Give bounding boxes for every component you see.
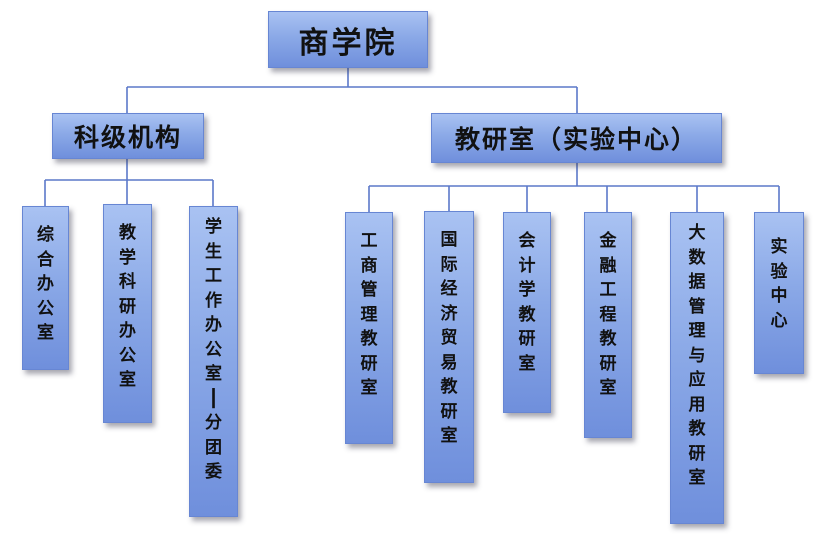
root-label: 商学院 xyxy=(298,25,398,61)
leaf-node: 实验中心 xyxy=(754,212,804,374)
leaf-label: 学生工作办公室┃分团委 xyxy=(205,217,222,482)
leaf-node: 金融工程教研室 xyxy=(584,212,632,438)
leaf-node: 国际经济贸易教研室 xyxy=(424,211,474,483)
leaf-label: 金融工程教研室 xyxy=(599,231,617,398)
leaf-node: 工商管理教研室 xyxy=(345,212,393,444)
leaf-node: 学生工作办公室┃分团委 xyxy=(189,206,238,517)
leaf-label: 工商管理教研室 xyxy=(360,231,378,398)
leaf-node: 大数据管理与应用教研室 xyxy=(670,212,724,524)
leaf-node: 综合办公室 xyxy=(22,206,69,370)
branch-node-section-offices: 科级机构 xyxy=(52,113,204,159)
leaf-node: 教学科研办公室 xyxy=(103,204,152,423)
root-node: 商学院 xyxy=(268,11,428,68)
leaf-label: 综合办公室 xyxy=(37,225,54,343)
branch-label: 科级机构 xyxy=(73,123,182,152)
leaf-label: 大数据管理与应用教研室 xyxy=(688,223,706,488)
leaf-node: 会计学教研室 xyxy=(503,212,551,413)
leaf-label: 教学科研办公室 xyxy=(119,223,136,390)
branch-node-teaching-research: 教研室（实验中心） xyxy=(431,113,722,163)
leaf-label: 实验中心 xyxy=(770,237,788,331)
leaf-label: 会计学教研室 xyxy=(518,231,536,374)
leaf-label: 国际经济贸易教研室 xyxy=(440,230,458,446)
branch-label: 教研室（实验中心） xyxy=(454,125,698,154)
